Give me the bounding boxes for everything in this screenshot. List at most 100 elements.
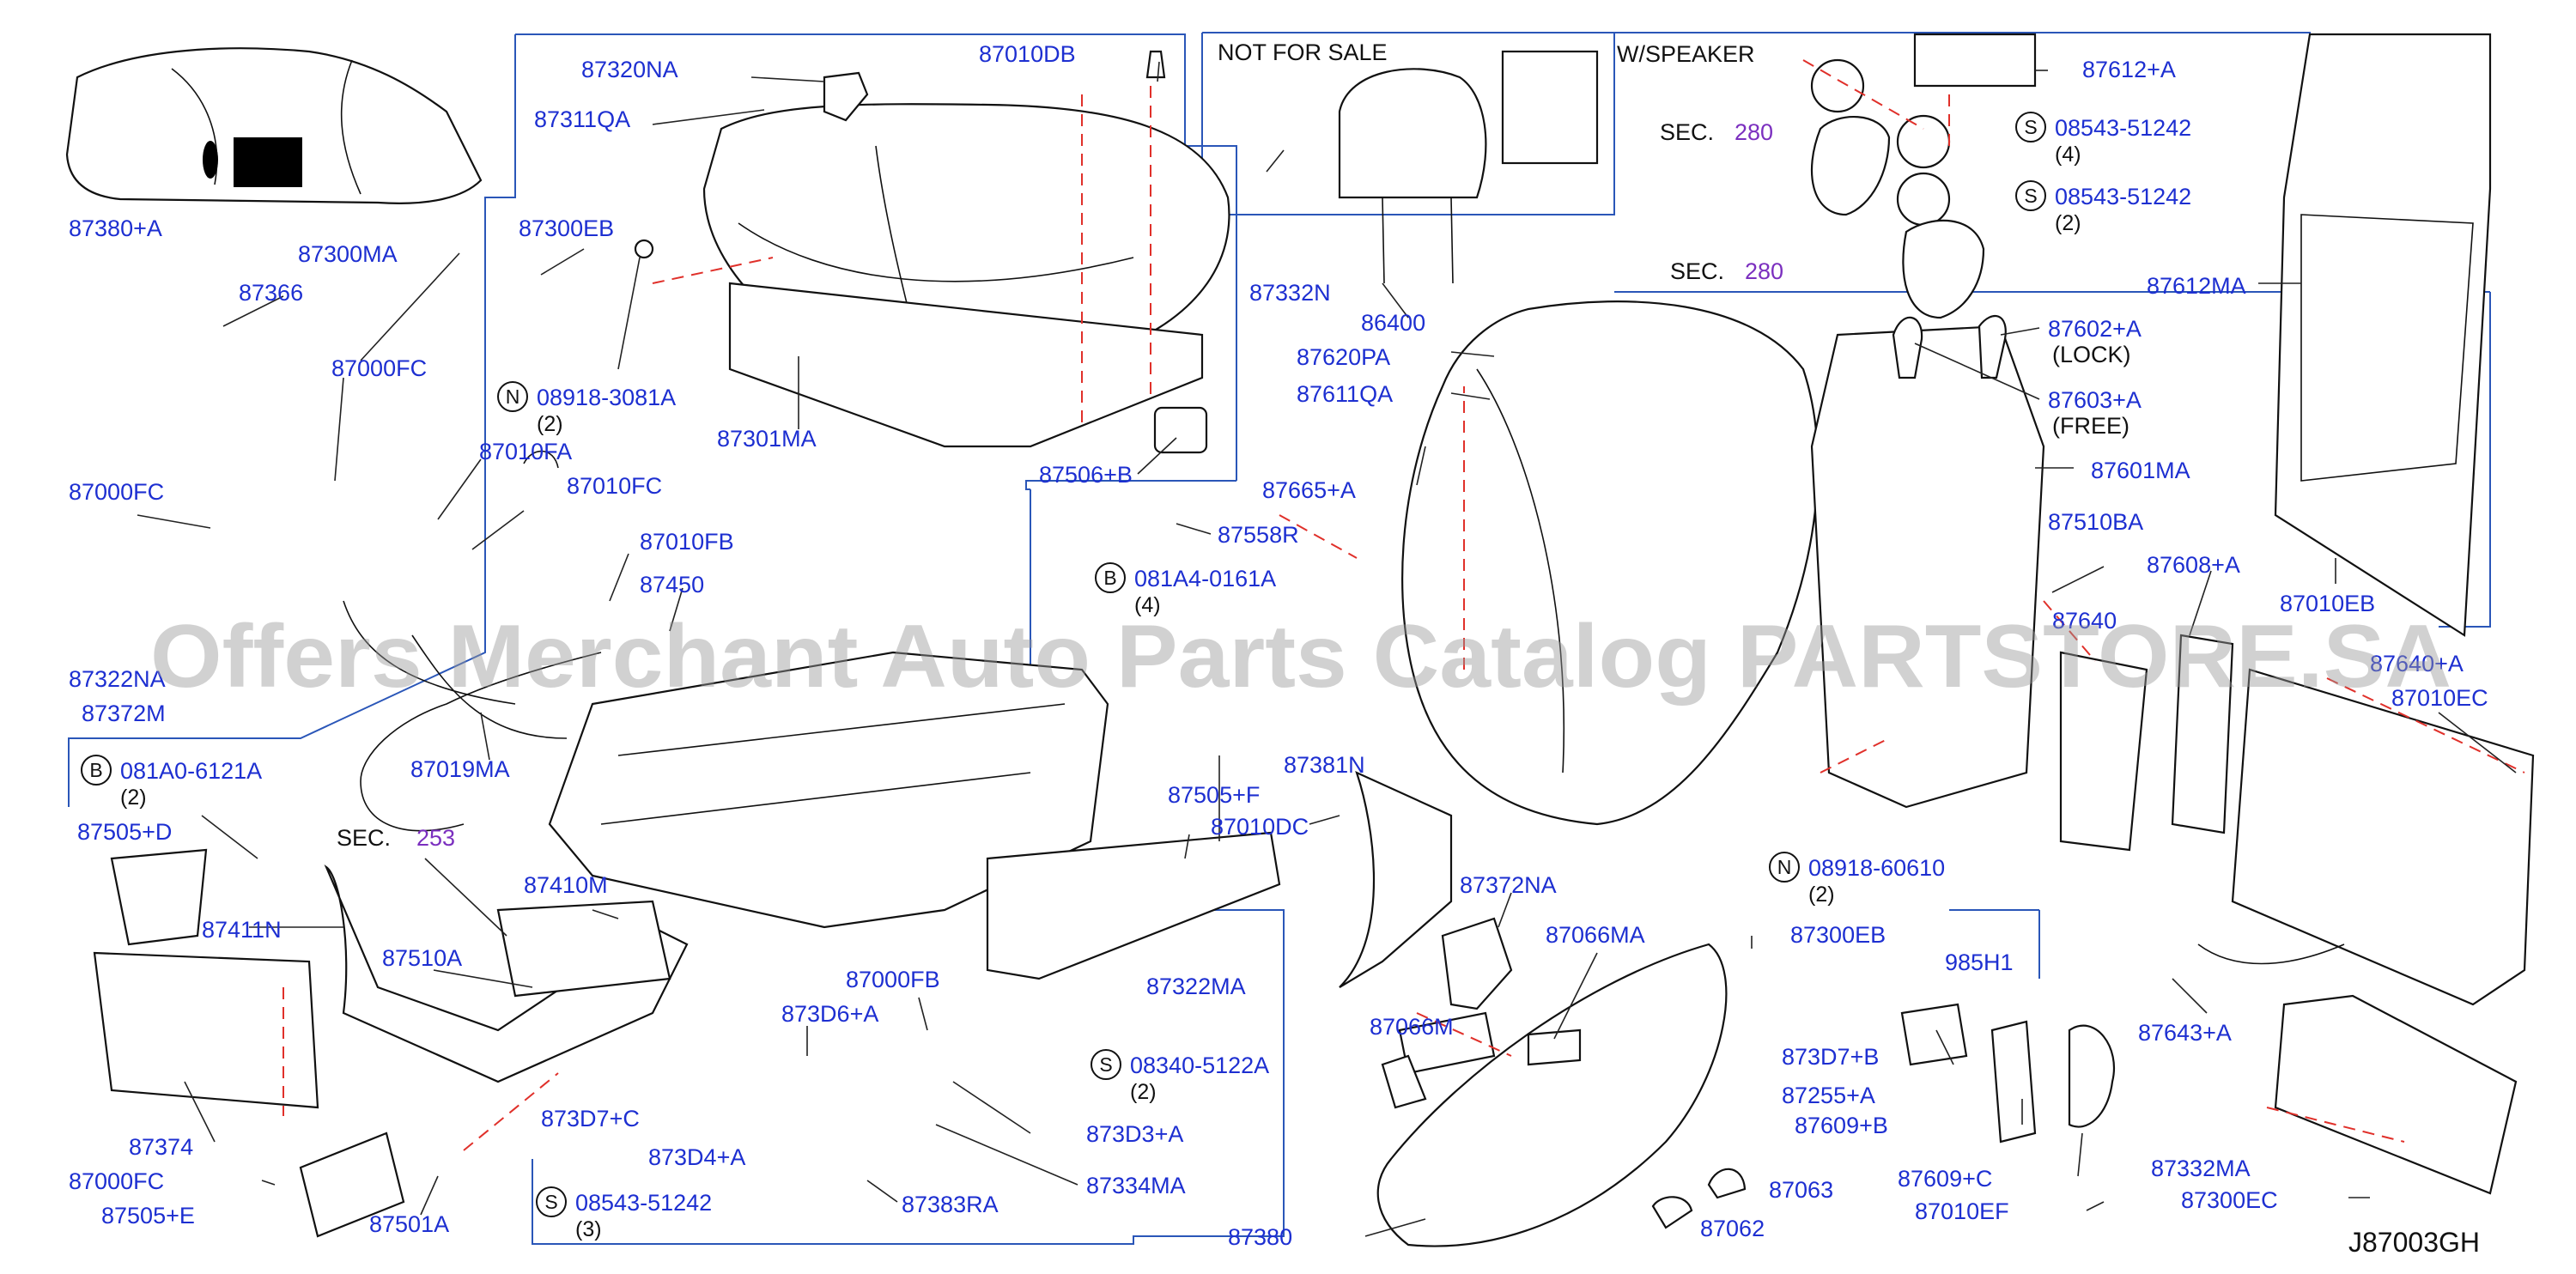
fastener-callouts: N 08918-3081A (2) B 081A4-0161A (4) B 08… — [81, 112, 2191, 1241]
partial-part-label: 87640 — [2052, 608, 2117, 634]
section-number: 280 — [1735, 119, 1773, 145]
part-label: 87558R — [1218, 522, 1299, 548]
part-label: 87411N — [202, 917, 282, 943]
fastener-qty: (3) — [575, 1217, 602, 1241]
part-label: 87000FC — [69, 479, 164, 505]
fastener-badge: N — [506, 385, 520, 408]
part-label: 87510A — [382, 945, 462, 971]
part-label: 87612MA — [2147, 273, 2246, 299]
fastener-callout: S 08340-5122A (2) — [1091, 1049, 1269, 1104]
part-label: 87380+A — [69, 215, 162, 241]
part-label: 87611QA — [1297, 381, 1393, 407]
part-label: 87019MA — [410, 756, 510, 782]
fastener-callout: S 08543-51242 (4) — [2015, 112, 2191, 167]
part-label: 87381N — [1284, 752, 1365, 778]
part-label: 87010EB — [2280, 591, 2375, 616]
part-label: 87608+A — [2147, 552, 2240, 578]
part-label: 87066M — [1370, 1014, 1454, 1040]
part-label: 87366 — [239, 280, 303, 306]
part-label: 87374 — [129, 1134, 193, 1160]
part-label: 87609+C — [1898, 1166, 1992, 1192]
part-label: 87255+A — [1782, 1083, 1875, 1108]
part-label: 87410M — [524, 872, 608, 898]
part-label: 873D7+B — [1782, 1044, 1879, 1070]
part-label: 87665+A — [1262, 477, 1356, 503]
fastener-badge: S — [544, 1191, 557, 1213]
part-label: 86400 — [1361, 310, 1425, 336]
part-label: 87010EF — [1915, 1198, 2009, 1224]
fastener-badge: B — [1103, 567, 1116, 589]
fastener-callout: S 08543-51242 (2) — [2015, 180, 2191, 235]
nut-part — [634, 239, 654, 259]
fastener-callout: N 08918-60610 (2) — [1769, 852, 1945, 907]
assembly-lines — [283, 59, 2525, 1151]
part-label: 873D4+A — [648, 1144, 745, 1170]
fastener-badge: S — [2024, 185, 2037, 207]
part-label: 87000FB — [846, 967, 940, 992]
part-label: 87505+F — [1168, 782, 1260, 808]
partial-part-label: 87640+A — [2370, 651, 2464, 676]
part-label: 87322NA — [69, 666, 166, 692]
part-label: 87322MA — [1146, 974, 1246, 999]
fastener-number: 08543-51242 — [575, 1190, 712, 1216]
part-label: 87601MA — [2091, 458, 2190, 483]
fastener-callout: B 081A0-6121A (2) — [81, 755, 262, 810]
part-label: 87300MA — [298, 241, 398, 267]
part-label: 87501A — [369, 1211, 449, 1237]
part-label: 87505+D — [77, 819, 172, 845]
part-label: 87603+A — [2048, 387, 2142, 413]
fastener-badge: S — [1099, 1053, 1112, 1076]
part-label: 873D6+A — [781, 1001, 878, 1027]
w-speaker-label: W/SPEAKER — [1617, 41, 1755, 67]
fastener-qty: (2) — [2055, 211, 2081, 235]
box-headers: NOT FOR SALE W/SPEAKER (LOCK) (FREE) — [1218, 39, 2131, 439]
part-label: 87000FC — [69, 1168, 164, 1194]
leader-lines — [137, 61, 2517, 1237]
fastener-number: 08340-5122A — [1130, 1053, 1269, 1078]
car-thumbnail — [65, 47, 483, 204]
part-label: 87332MA — [2151, 1156, 2251, 1181]
part-labels: 87380+A 87366 87000FC 87300MA 87300EB 87… — [69, 41, 2488, 1250]
part-label: 87383RA — [902, 1192, 999, 1217]
part-label: 87000FC — [331, 355, 427, 381]
section-number: 280 — [1745, 258, 1783, 284]
part-label: 87372NA — [1460, 872, 1557, 898]
clip-part — [1153, 406, 1208, 454]
section-number: 253 — [416, 825, 455, 851]
fastener-callout: N 08918-3081A (2) — [497, 381, 676, 436]
part-label: 873D7+C — [541, 1106, 640, 1131]
part-label: 87010FA — [479, 439, 572, 464]
fastener-qty: (2) — [537, 412, 563, 436]
part-label: 87010FB — [640, 529, 734, 555]
section-prefix: SEC. — [1660, 119, 1714, 145]
part-label: 87609+B — [1795, 1113, 1888, 1138]
headrest-group — [1338, 33, 2037, 319]
section-prefix: SEC. — [1670, 258, 1724, 284]
part-label: 87334MA — [1086, 1173, 1186, 1198]
section-references: SEC. 280 SEC. 280 SEC. 253 — [337, 119, 1783, 851]
free-note: (FREE) — [2052, 413, 2129, 439]
part-label: 87372M — [82, 701, 166, 726]
part-label: 87300EB — [1790, 922, 1886, 948]
part-label: 87332N — [1249, 280, 1331, 306]
fastener-number: 08918-60610 — [1808, 855, 1945, 881]
part-label: 87320NA — [581, 57, 678, 82]
fastener-number: 08543-51242 — [2055, 115, 2191, 141]
fastener-callout: S 08543-51242 (3) — [536, 1186, 712, 1241]
lock-note: (LOCK) — [2052, 342, 2131, 367]
part-label: 87643+A — [2138, 1020, 2232, 1046]
fastener-number: 081A0-6121A — [120, 758, 262, 784]
fastener-badge: N — [1777, 856, 1792, 878]
part-label: 985H1 — [1945, 949, 2014, 975]
fastener-qty: (4) — [1134, 593, 1161, 617]
section-prefix: SEC. — [337, 825, 391, 851]
part-label: 87062 — [1700, 1216, 1765, 1241]
part-label: 87063 — [1769, 1177, 1833, 1203]
part-label: 87380 — [1228, 1224, 1292, 1250]
seat-back-assembly — [1339, 33, 2535, 1195]
fastener-callout: B 081A4-0161A (4) — [1095, 562, 1276, 617]
fastener-badge: B — [89, 759, 102, 781]
part-label: 87300EB — [519, 215, 614, 241]
fastener-number: 08918-3081A — [537, 385, 676, 410]
